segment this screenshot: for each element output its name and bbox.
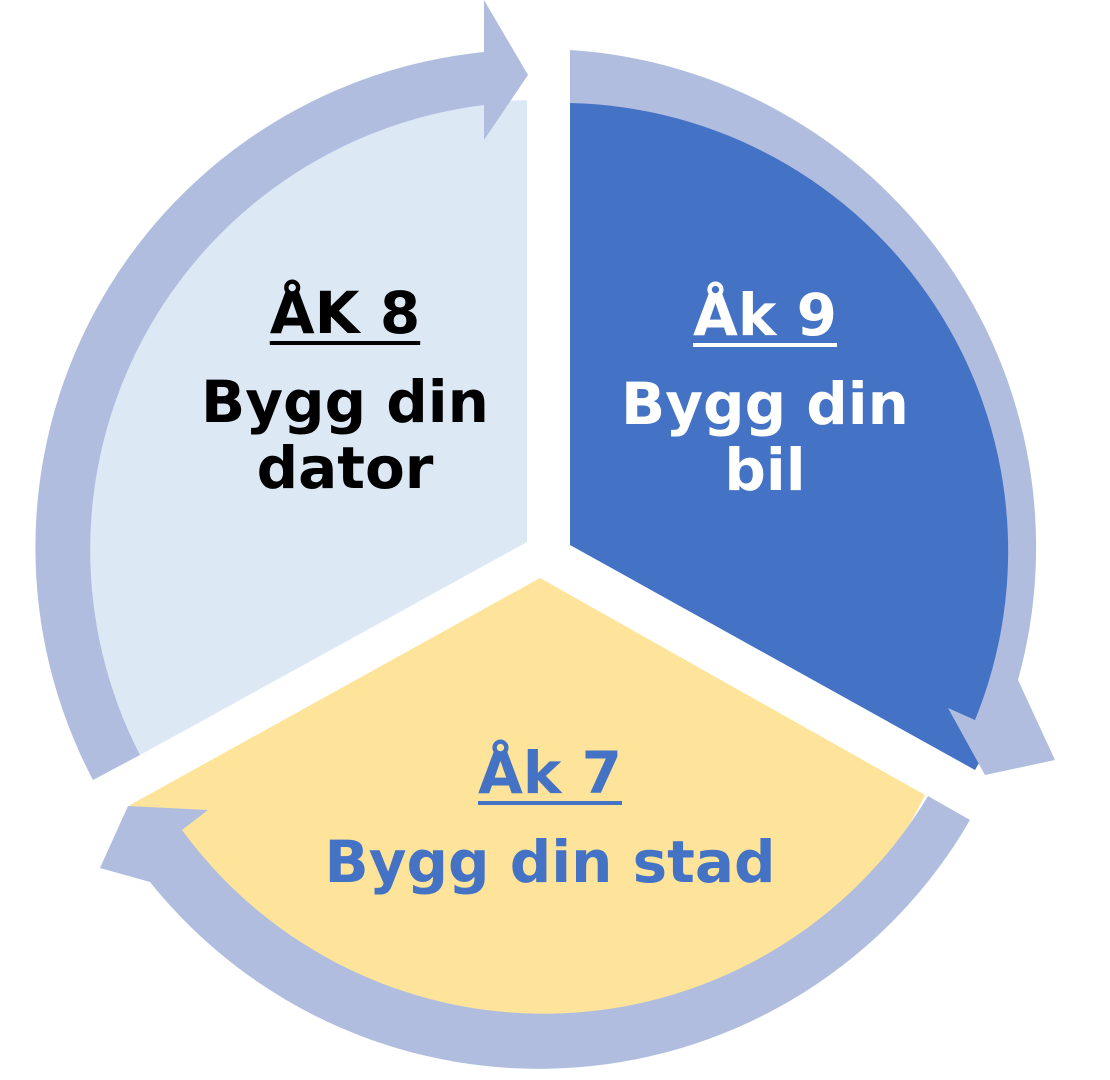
arrow-ak7-to-ak8 xyxy=(100,796,970,1069)
text-ak8-line2: dator xyxy=(256,434,434,503)
text-ak7-line1: Bygg din stad xyxy=(324,827,776,896)
arrow-ring xyxy=(35,0,1055,1069)
heading-ak7: Åk 7 xyxy=(477,739,622,807)
arrow-ak8-to-ak9 xyxy=(35,0,529,780)
heading-ak9: Åk 9 xyxy=(692,281,837,349)
text-ak8-line1: Bygg din xyxy=(201,367,489,436)
label-ak9: Åk 9 Bygg din bil xyxy=(575,282,955,504)
text-ak9-line1: Bygg din xyxy=(621,369,909,438)
text-ak9-line2: bil xyxy=(724,436,806,505)
label-ak8: ÅK 8 Bygg din dator xyxy=(150,280,540,502)
heading-ak8: ÅK 8 xyxy=(269,279,421,347)
label-ak7: Åk 7 Bygg din stad xyxy=(300,740,800,895)
arrow-ak9-to-ak7 xyxy=(570,50,1055,775)
segment-ak7 xyxy=(130,578,925,1046)
segment-ak8 xyxy=(89,100,528,755)
